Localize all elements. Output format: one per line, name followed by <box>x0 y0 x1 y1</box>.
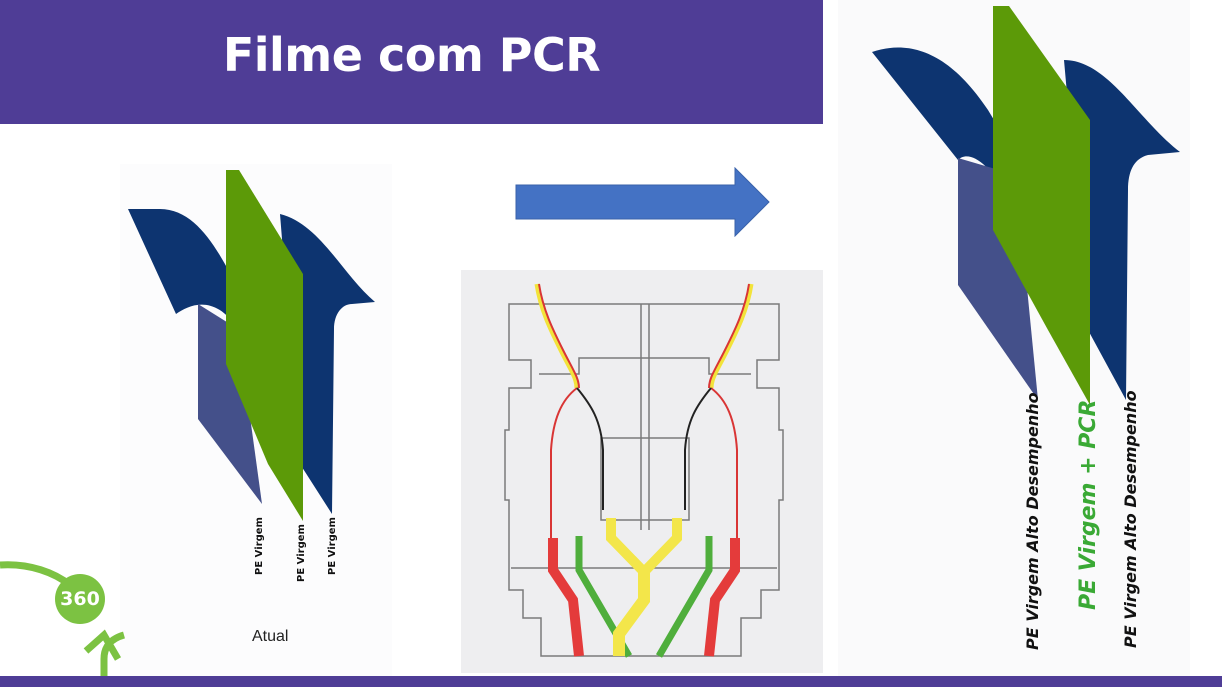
extrusion-die-flow-diagram <box>504 283 784 658</box>
right-arrow-icon <box>515 167 770 237</box>
left-layer-1-label: PE Virgem <box>254 517 265 575</box>
right-outer-layer <box>280 214 375 514</box>
pcr-left-outer-layer-top <box>872 47 1018 201</box>
pcr-middle-layer <box>993 6 1090 405</box>
right-layer-2-label: PE Virgem + PCR <box>1076 399 1101 610</box>
footer-bar <box>0 676 1222 687</box>
pcr-film-layers-illustration <box>872 6 1180 405</box>
left-layer-3-label: PE Virgem <box>327 517 338 575</box>
right-layer-3-label: PE Virgem Alto Desempenho <box>1121 390 1140 648</box>
slide-title: Filme com PCR <box>222 28 601 82</box>
left-layer-2-label: PE Virgem <box>296 524 307 582</box>
title-banner <box>0 0 823 124</box>
middle-layer <box>226 170 303 521</box>
left-outer-layer-bottom <box>198 304 262 504</box>
current-caption: Atual <box>252 628 289 645</box>
left-outer-layer-top <box>128 209 240 329</box>
logo-360-badge: 360 <box>55 574 105 624</box>
pcr-right-outer-layer <box>1064 60 1180 400</box>
current-film-layers-illustration <box>128 170 375 521</box>
right-layer-1-label: PE Virgem Alto Desempenho <box>1023 392 1042 650</box>
